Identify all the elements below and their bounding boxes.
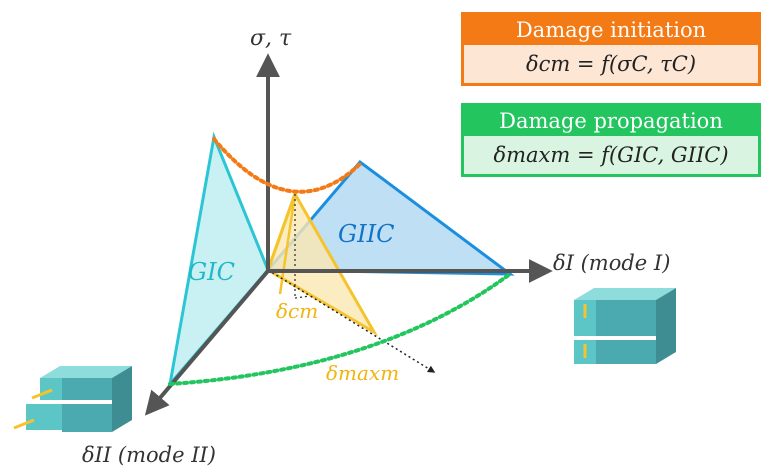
vertical-axis-label: σ, τ	[250, 26, 292, 51]
initiation-box: Damage initiation δcm = f(σC, τC)	[461, 12, 761, 86]
mode-one-axis-label: δI (mode I)	[553, 251, 670, 275]
propagation-envelope	[168, 272, 512, 386]
mode-two-axis	[144, 269, 270, 416]
initiation-title: Damage initiation	[464, 15, 758, 45]
mode-two-area-label: GIIC	[338, 220, 395, 248]
initiation-displacement-label: δcm	[276, 299, 318, 323]
propagation-title: Damage propagation	[464, 106, 758, 136]
mode-one-specimen-icon	[574, 288, 676, 364]
initiation-envelope	[212, 137, 362, 194]
mode-one-area-label: GIC	[188, 258, 235, 286]
mode-two-specimen-icon	[13, 366, 132, 432]
mode-two-axis-label: δII (mode II)	[82, 443, 216, 467]
propagation-box: Damage propagation δmaxm = f(GIC, GIIC)	[461, 103, 761, 177]
initiation-formula: δcm = f(σC, τC)	[464, 45, 758, 83]
propagation-formula: δmaxm = f(GIC, GIIC)	[464, 136, 758, 174]
max-displacement-label: δmaxm	[326, 361, 399, 385]
mixed-mode-edge-lower	[278, 193, 297, 295]
mixed-mode-edge	[266, 193, 297, 271]
projection-line-tick	[294, 295, 311, 299]
